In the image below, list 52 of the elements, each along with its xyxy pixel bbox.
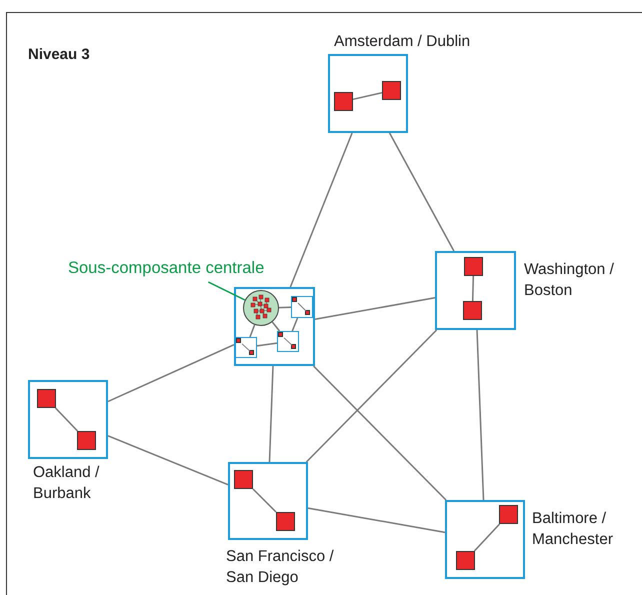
subcomponent-box bbox=[235, 337, 257, 358]
connector-line bbox=[308, 507, 446, 534]
level-title: Niveau 3 bbox=[28, 46, 90, 63]
node-square bbox=[456, 551, 475, 570]
connector-line bbox=[314, 297, 436, 320]
subcomponent-box bbox=[291, 296, 313, 318]
connector-line bbox=[108, 435, 228, 486]
node-square bbox=[305, 310, 310, 315]
connector-line bbox=[476, 330, 484, 500]
connector-line bbox=[312, 365, 447, 501]
connector-line bbox=[472, 276, 474, 302]
connector-line bbox=[108, 344, 234, 402]
node-square bbox=[382, 81, 401, 100]
node-square bbox=[463, 301, 482, 320]
node-square bbox=[278, 332, 283, 337]
connector-line bbox=[298, 302, 306, 312]
site-label: Amsterdam / Dublin bbox=[334, 32, 472, 52]
subcomponent-box bbox=[277, 331, 299, 352]
node-square bbox=[464, 257, 483, 276]
connector-line bbox=[292, 318, 298, 332]
node-square bbox=[276, 512, 295, 531]
connector-line bbox=[272, 322, 280, 332]
site-box bbox=[234, 287, 315, 366]
site-label: Oakland / Burbank bbox=[33, 463, 100, 504]
node-square bbox=[249, 350, 254, 355]
connector-line bbox=[290, 132, 353, 288]
node-square bbox=[236, 338, 241, 343]
node-square bbox=[37, 389, 56, 408]
node-square bbox=[292, 297, 297, 302]
connector-line bbox=[306, 329, 438, 463]
site-label: Baltimore / Manchester bbox=[532, 509, 614, 550]
connector-line bbox=[252, 488, 277, 513]
connector-line bbox=[54, 407, 78, 432]
connector-line bbox=[249, 324, 256, 338]
connector-line bbox=[474, 523, 500, 552]
connector-line bbox=[352, 92, 382, 100]
connector-line bbox=[278, 306, 292, 308]
leader-line bbox=[208, 281, 246, 301]
node-square bbox=[499, 505, 518, 524]
node-square bbox=[234, 470, 253, 489]
node-square bbox=[334, 92, 353, 111]
site-label: San Francisco / San Diego bbox=[226, 547, 335, 588]
node-square bbox=[77, 431, 96, 450]
cluster-circle bbox=[243, 290, 279, 326]
connector-line bbox=[256, 342, 278, 347]
site-label: Washington / Boston bbox=[524, 260, 615, 301]
connector-line bbox=[388, 132, 455, 252]
connector-line bbox=[284, 337, 292, 346]
callout-label: Sous-composante centrale bbox=[68, 258, 264, 279]
connector-line bbox=[242, 343, 250, 352]
connector-line bbox=[268, 366, 274, 462]
node-square bbox=[291, 344, 296, 349]
